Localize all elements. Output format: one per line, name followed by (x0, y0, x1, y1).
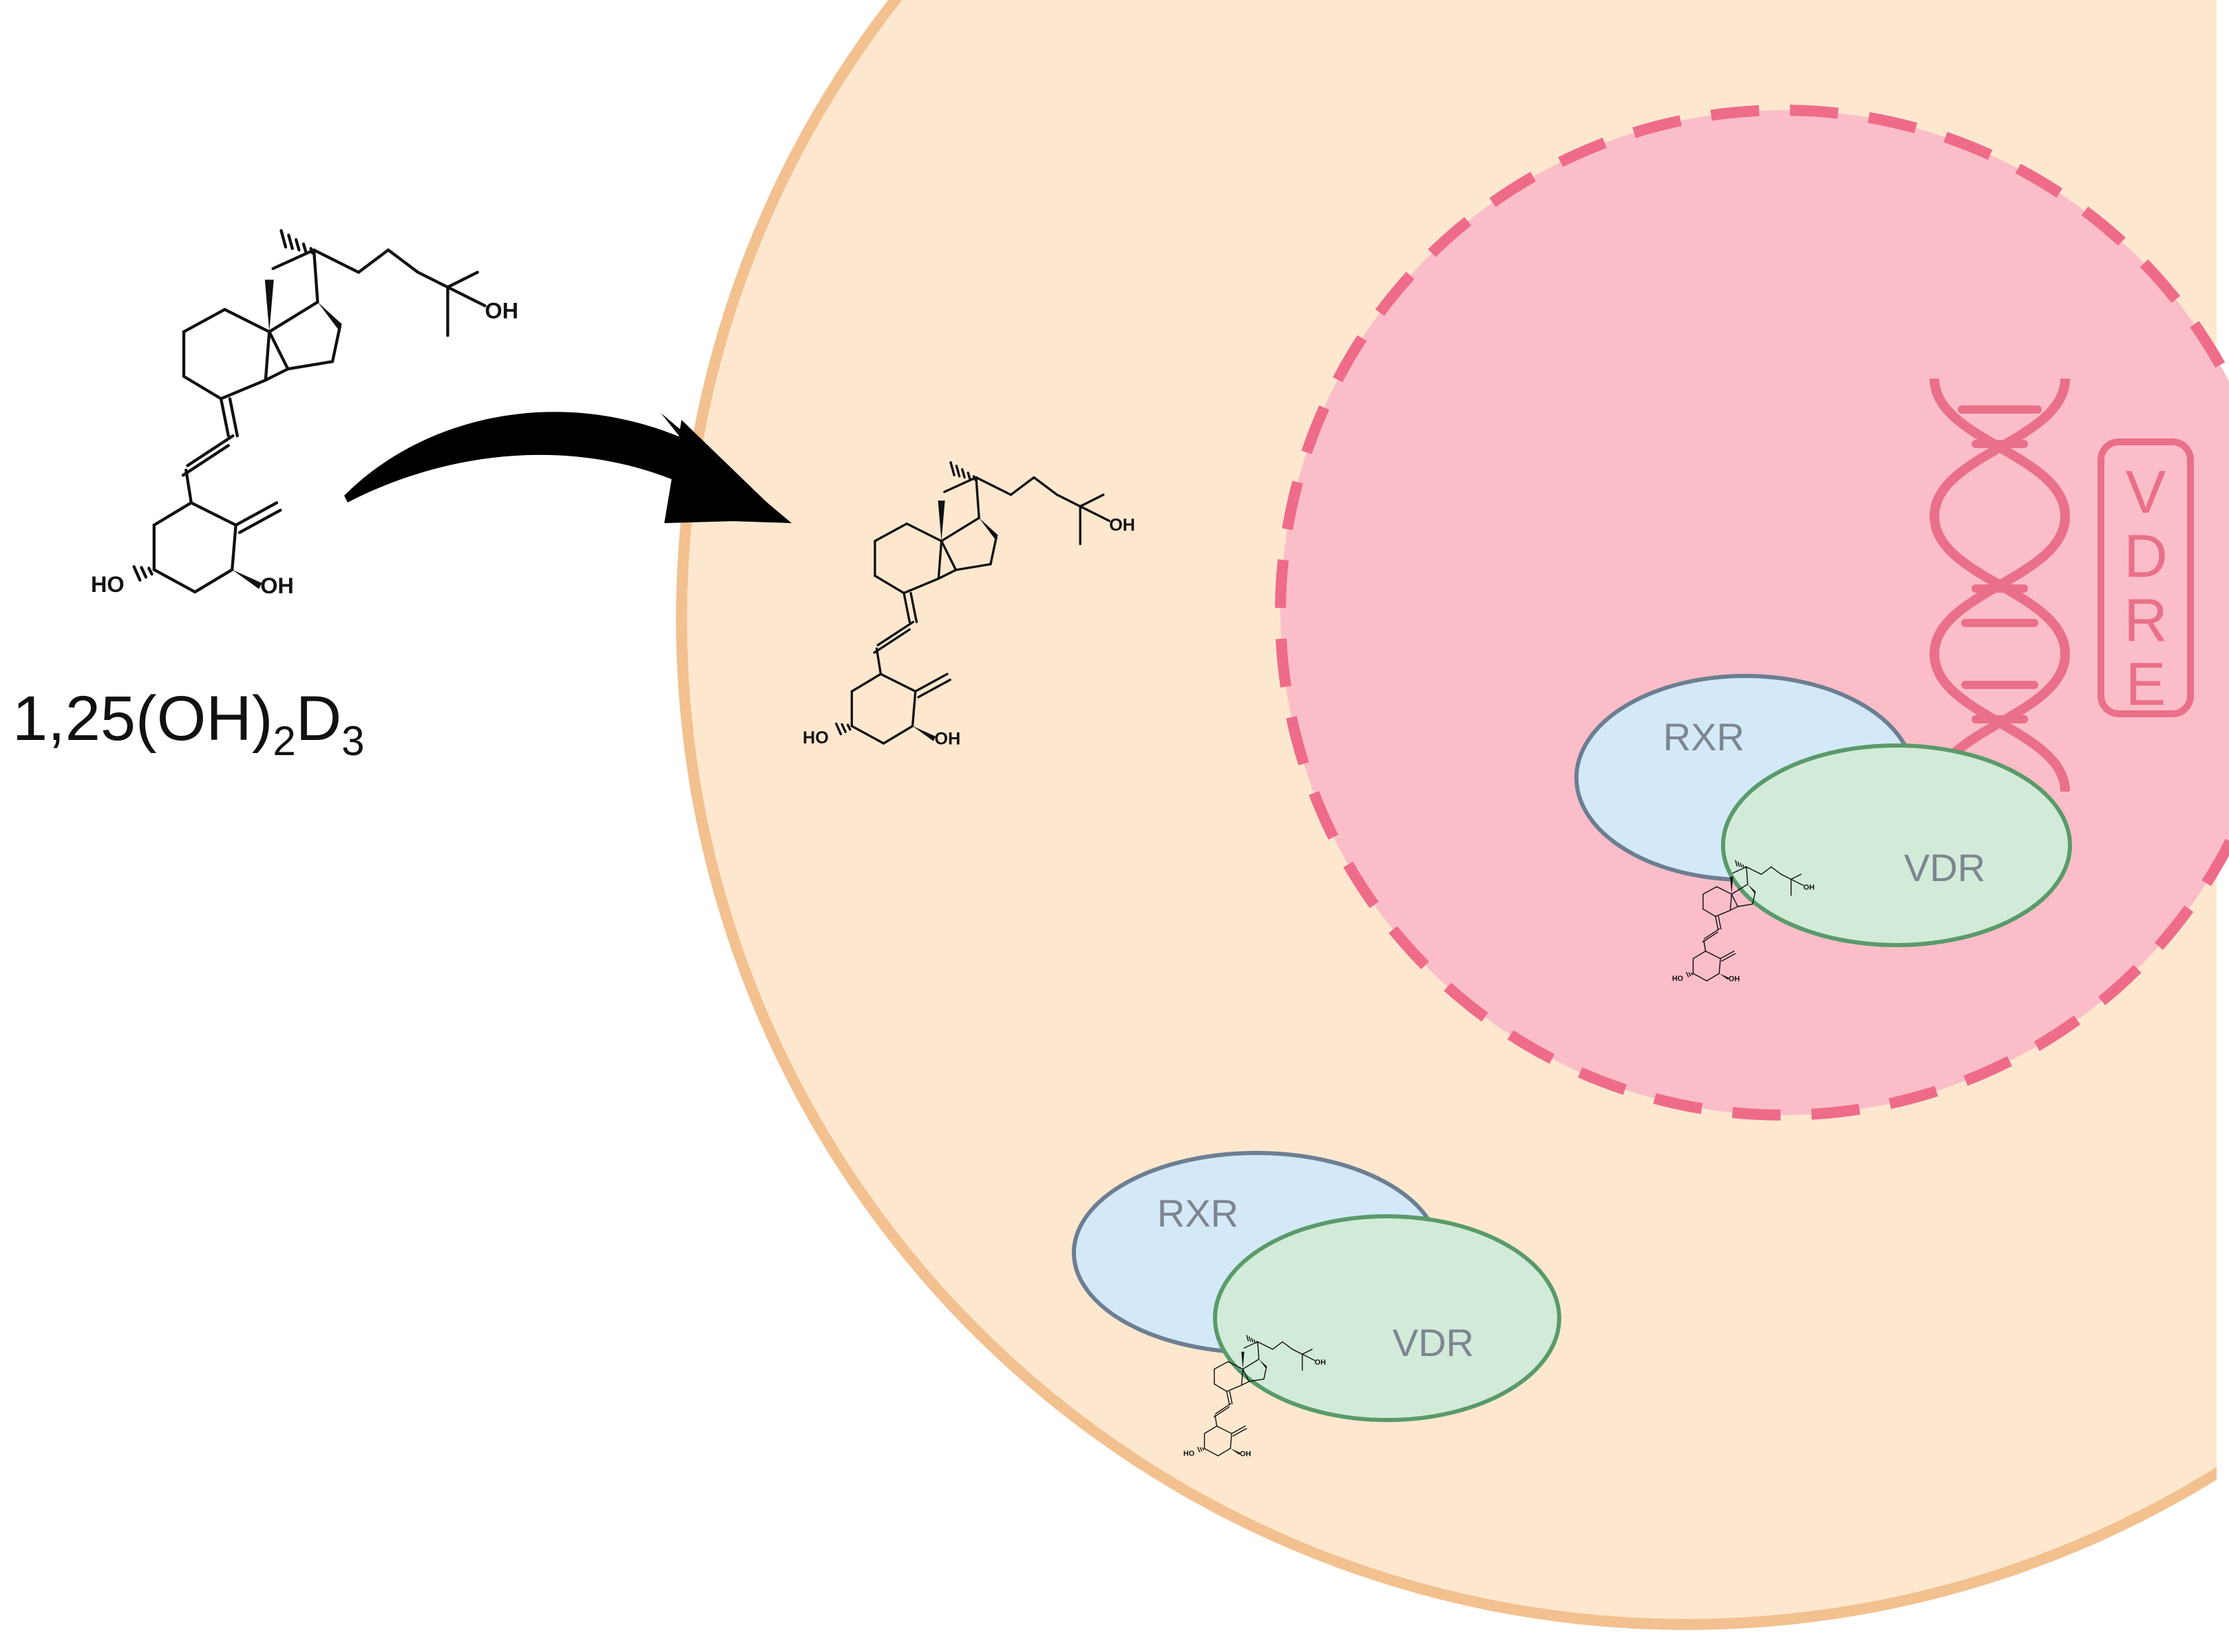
rxr-label-cytoplasm: RXR (1157, 1192, 1238, 1235)
vdr-protein-cytoplasm (1213, 1214, 1561, 1422)
nuclear-receptor-complex: RXR VDR (1574, 674, 2072, 984)
vdr-label-nuclear: VDR (1904, 846, 1985, 889)
molecule-name-label: 1,25(OH)2D3 (12, 684, 365, 764)
vdre-letter-r: R (2124, 586, 2168, 654)
cytoplasmic-receptor-complex: RXR VDR (1072, 1151, 1561, 1459)
vdre-box: V D R E (2098, 438, 2194, 718)
vdre-letter-e: E (2126, 650, 2166, 718)
calcitriol-molecule-extracellular (91, 231, 518, 598)
entry-arrow-icon (344, 412, 792, 523)
vdr-label-cytoplasm: VDR (1393, 1321, 1474, 1364)
rxr-label-nuclear: RXR (1663, 715, 1744, 759)
vdre-letter-v: V (2126, 458, 2166, 526)
vdr-protein-nuclear (1721, 743, 2072, 947)
vdre-letter-d: D (2124, 522, 2168, 590)
